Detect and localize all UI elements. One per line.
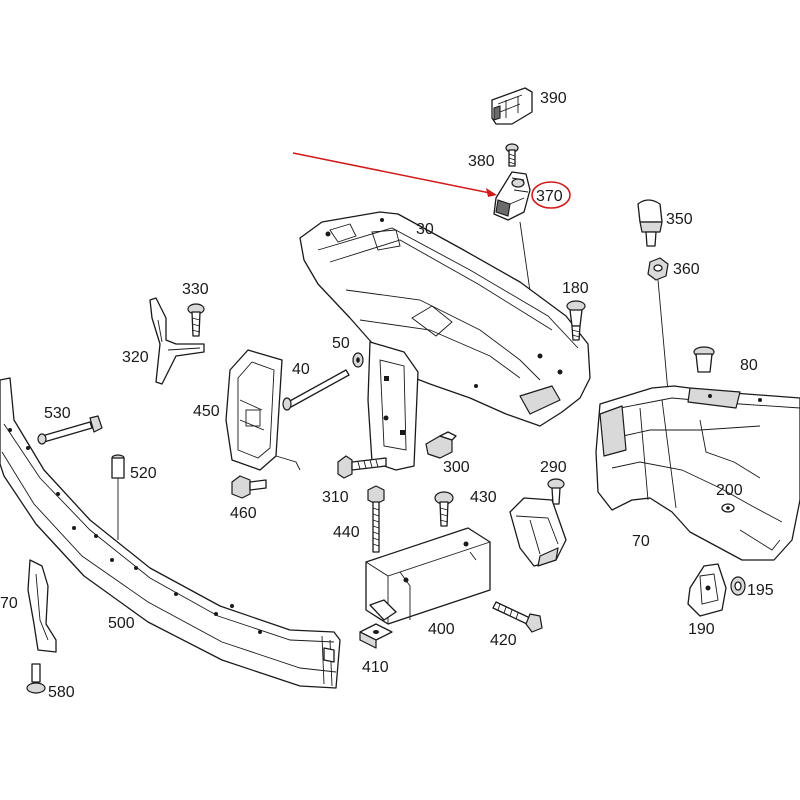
part-520-sleeve[interactable]: [111, 454, 125, 479]
part-70-side-member[interactable]: [595, 385, 800, 561]
part-70-left-bracket[interactable]: [27, 559, 57, 653]
highlight-arrow: [292, 152, 497, 197]
part-380-screw[interactable]: [505, 143, 519, 167]
callout-390: 390: [540, 90, 567, 107]
part-390-bracket[interactable]: [491, 87, 533, 125]
callout-300: 300: [443, 459, 470, 476]
callout-500: 500: [108, 615, 135, 632]
part-300-mount[interactable]: [425, 431, 457, 459]
callout-450: 450: [193, 403, 220, 420]
part-400-bracket[interactable]: [365, 527, 491, 625]
callout-70: 70: [632, 533, 650, 550]
part-440-screw[interactable]: [367, 485, 385, 553]
callout-200: 200: [716, 482, 743, 499]
part-280-duct[interactable]: [509, 497, 567, 567]
callout-580: 580: [48, 684, 75, 701]
part-420-bolt[interactable]: [492, 601, 543, 633]
callout-530: 530: [44, 405, 71, 422]
part-450-bracket[interactable]: [225, 349, 283, 471]
part-195-nut[interactable]: [730, 576, 746, 596]
part-40-bolt[interactable]: [282, 369, 350, 411]
callout-400: 400: [428, 621, 455, 638]
callout-50: 50: [332, 335, 350, 352]
part-580-bolt[interactable]: [26, 663, 46, 694]
callout-70-left: 70: [0, 595, 18, 612]
callout-440: 440: [333, 524, 360, 541]
callout-80: 80: [740, 357, 758, 374]
callout-460: 460: [230, 505, 257, 522]
highlight-circle-370: [531, 181, 571, 209]
callout-380: 380: [468, 153, 495, 170]
part-370-clip[interactable]: [493, 171, 531, 221]
callout-370: 370: [536, 188, 563, 205]
part-410-nut[interactable]: [359, 623, 393, 649]
part-50-washer[interactable]: [352, 352, 364, 368]
callout-40: 40: [292, 361, 310, 378]
callout-190: 190: [688, 621, 715, 638]
callout-350: 350: [666, 211, 693, 228]
callout-30: 30: [416, 221, 434, 238]
center-support: [367, 341, 419, 471]
part-530-bolt[interactable]: [37, 415, 103, 445]
callout-330: 330: [182, 281, 209, 298]
part-310-bolt[interactable]: [337, 455, 387, 479]
part-360-nut[interactable]: [647, 257, 669, 281]
callout-520: 520: [130, 465, 157, 482]
part-350-horn[interactable]: [637, 199, 663, 247]
callout-290: 290: [540, 459, 567, 476]
callout-310: 310: [322, 489, 349, 506]
callout-195: 195: [747, 582, 774, 599]
part-30-cross-member[interactable]: [299, 211, 591, 427]
callout-430: 430: [470, 489, 497, 506]
callout-410: 410: [362, 659, 389, 676]
part-320-bracket[interactable]: [149, 297, 205, 385]
part-430-bolt[interactable]: [434, 491, 454, 527]
part-330-screw[interactable]: [187, 303, 205, 337]
part-190-bracket[interactable]: [687, 563, 727, 617]
part-80-sleeve[interactable]: [693, 346, 715, 373]
callout-420: 420: [490, 632, 517, 649]
leader-360: [657, 279, 669, 393]
callout-360: 360: [673, 261, 700, 278]
leader-450: [275, 455, 301, 471]
part-460-bolt[interactable]: [231, 475, 267, 499]
callout-180: 180: [562, 280, 589, 297]
part-290-screw[interactable]: [547, 478, 565, 505]
callout-320: 320: [122, 349, 149, 366]
part-180-bolt[interactable]: [566, 300, 586, 341]
part-500-bumper-beam[interactable]: [0, 377, 341, 689]
